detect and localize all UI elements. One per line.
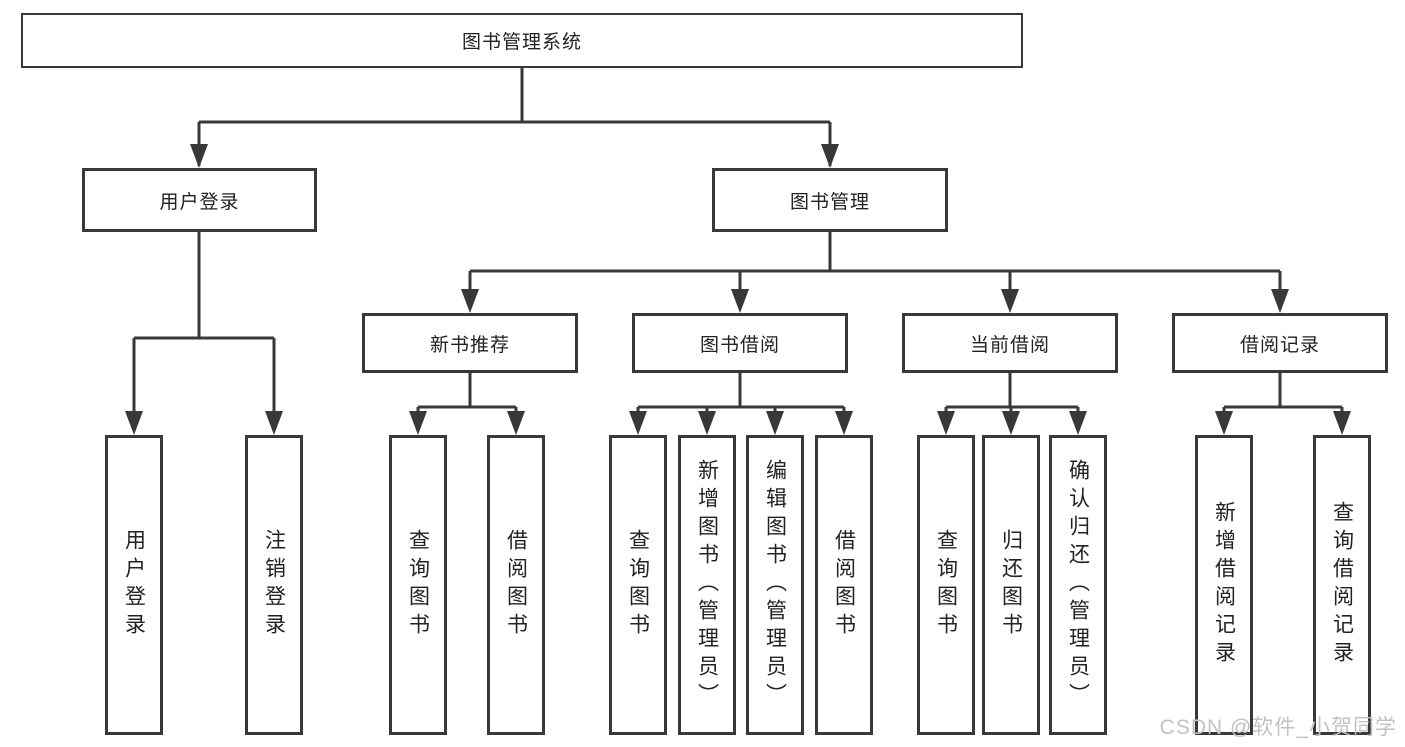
leaf-logout: 注销登录 [245,435,303,735]
leaf-query-book-1: 查询图书 [389,435,447,735]
leaf-add-book-admin-label: 新增图书（管理员） [695,459,719,711]
leaf-borrow-book-2-label: 借阅图书 [832,529,856,641]
node-book-management: 图书管理 [712,168,948,232]
leaf-logout-label: 注销登录 [262,529,286,641]
leaf-query-book-2: 查询图书 [609,435,667,735]
connector-lines [132,68,1344,431]
leaf-query-book-3: 查询图书 [917,435,975,735]
node-root: 图书管理系统 [21,13,1023,68]
leaf-add-book-admin: 新增图书（管理员） [678,435,736,735]
leaf-edit-book-admin: 编辑图书（管理员） [746,435,804,735]
leaf-return-book: 归还图书 [982,435,1040,735]
leaf-user-login-label: 用户登录 [122,529,146,641]
node-user-login: 用户登录 [82,168,317,232]
node-book-management-label: 图书管理 [789,191,870,213]
node-current-borrow: 当前借阅 [902,313,1118,373]
leaf-confirm-return-admin-label: 确认归还（管理员） [1066,459,1090,711]
node-borrow-record: 借阅记录 [1172,313,1388,373]
node-book-borrow-label: 图书借阅 [699,334,780,356]
node-root-label: 图书管理系统 [461,32,582,53]
leaf-borrow-book-1: 借阅图书 [487,435,545,735]
leaf-borrow-book-2: 借阅图书 [815,435,873,735]
node-new-book-recommend: 新书推荐 [362,313,578,373]
leaf-borrow-book-1-label: 借阅图书 [504,529,528,641]
arrow-heads [125,144,1351,435]
node-borrow-record-label: 借阅记录 [1239,334,1320,356]
leaf-add-borrow-record-label: 新增借阅记录 [1212,501,1236,669]
leaf-add-borrow-record: 新增借阅记录 [1195,435,1253,735]
leaf-query-borrow-record-label: 查询借阅记录 [1330,501,1354,669]
leaf-confirm-return-admin: 确认归还（管理员） [1049,435,1107,735]
leaf-return-book-label: 归还图书 [999,529,1023,641]
node-current-borrow-label: 当前借阅 [969,334,1050,356]
node-new-book-recommend-label: 新书推荐 [429,334,510,356]
leaf-query-book-3-label: 查询图书 [934,529,958,641]
leaf-edit-book-admin-label: 编辑图书（管理员） [763,459,787,711]
node-user-login-label: 用户登录 [159,191,240,213]
leaf-query-book-1-label: 查询图书 [406,529,430,641]
csdn-watermark: CSDN @软件_小贺同学 [1159,716,1397,739]
leaf-query-borrow-record: 查询借阅记录 [1313,435,1371,735]
node-book-borrow: 图书借阅 [632,313,848,373]
leaf-user-login: 用户登录 [105,435,163,735]
leaf-query-book-2-label: 查询图书 [626,529,650,641]
